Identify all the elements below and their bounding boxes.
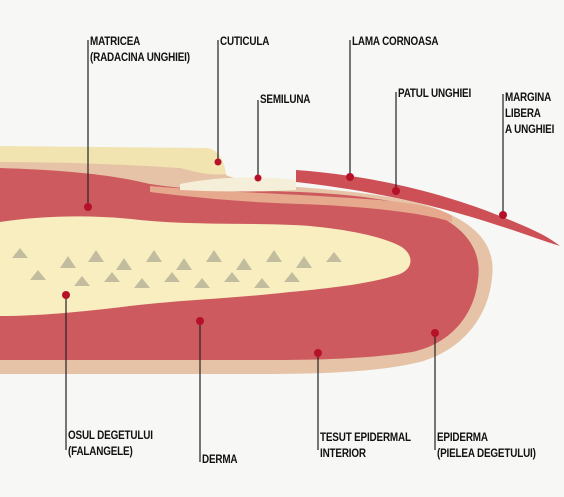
label-matricea-line1: MATRICEA — [90, 34, 190, 50]
label-lama-cornoasa: LAMA CORNOASA — [352, 34, 438, 50]
label-epiderma: EPIDERMA (PIELEA DEGETULUI) — [437, 430, 536, 462]
label-osul-degetului: OSUL DEGETULUI (FALANGELE) — [68, 428, 153, 460]
label-osul-degetului-line1: OSUL DEGETULUI — [68, 428, 153, 444]
label-matricea: MATRICEA (RADACINA UNGHIEI) — [90, 34, 190, 66]
label-margina-libera: MARGINA LIBERA A UNGHIEI — [505, 90, 554, 138]
label-margina-libera-line1: MARGINA — [505, 90, 554, 106]
label-cuticula: CUTICULA — [220, 34, 269, 50]
label-patul-unghiei: PATUL UNGHIEI — [398, 86, 471, 102]
label-margina-libera-line2: LIBERA — [505, 106, 554, 122]
label-tesut-epidermal-line2: INTERIOR — [320, 446, 411, 462]
label-tesut-epidermal-line1: TESUT EPIDERMAL — [320, 430, 411, 446]
label-margina-libera-line3: A UNGHIEI — [505, 122, 554, 138]
label-epiderma-line1: EPIDERMA — [437, 430, 536, 446]
label-matricea-line2: (RADACINA UNGHIEI) — [90, 50, 190, 66]
label-osul-degetului-line2: (FALANGELE) — [68, 444, 153, 460]
label-epiderma-line2: (PIELEA DEGETULUI) — [437, 446, 536, 462]
label-semiluna: SEMILUNA — [260, 92, 310, 108]
label-derma: DERMA — [202, 452, 237, 468]
label-tesut-epidermal: TESUT EPIDERMAL INTERIOR — [320, 430, 411, 462]
